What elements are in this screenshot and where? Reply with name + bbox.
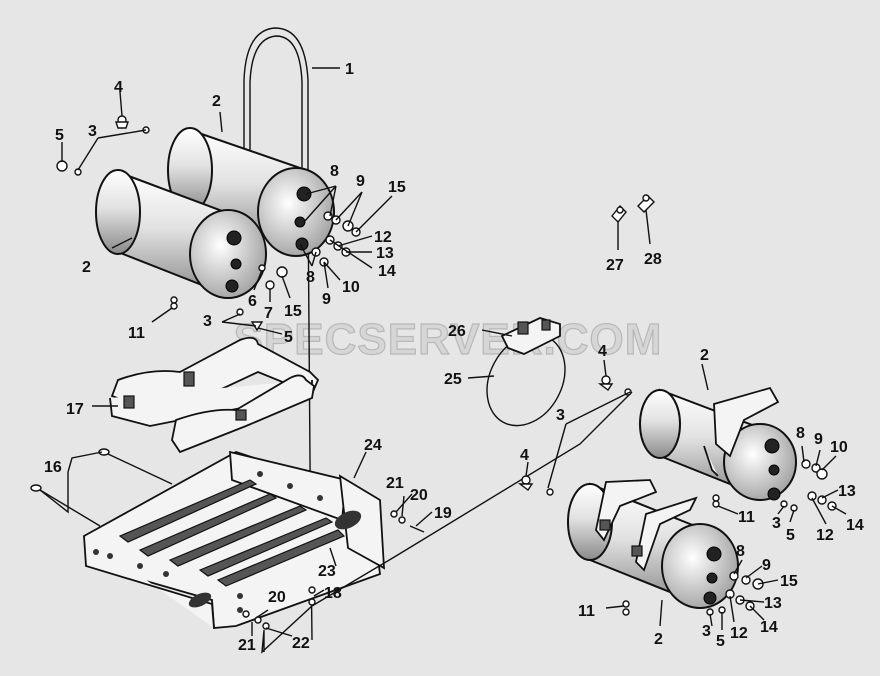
label-14: 14: [378, 263, 396, 280]
label-7: 7: [264, 305, 273, 322]
label-14: 14: [760, 619, 778, 636]
label-15: 15: [284, 303, 302, 320]
label-24: 24: [364, 437, 382, 454]
label-13: 13: [376, 245, 394, 262]
tank-right-upper: [597, 359, 847, 525]
label-5: 5: [55, 127, 64, 144]
label-2: 2: [82, 259, 91, 276]
label-2: 2: [654, 631, 663, 648]
label-12: 12: [374, 229, 392, 246]
cables: [30, 448, 173, 527]
label-23: 23: [318, 563, 336, 580]
label-3: 3: [203, 313, 212, 330]
frame-fasteners: [242, 391, 633, 654]
label-8: 8: [306, 269, 315, 286]
label-8: 8: [330, 163, 339, 180]
label-9: 9: [814, 431, 823, 448]
label-10: 10: [830, 439, 848, 456]
label-27: 27: [606, 257, 624, 274]
label-9: 9: [762, 557, 771, 574]
label-8: 8: [796, 425, 805, 442]
label-11: 11: [738, 509, 755, 526]
label-14: 14: [846, 517, 864, 534]
label-20: 20: [410, 487, 428, 504]
label-10: 10: [342, 279, 360, 296]
tank-strap: [467, 317, 566, 427]
label-25: 25: [444, 371, 462, 388]
label-15: 15: [388, 179, 406, 196]
label-9: 9: [322, 291, 331, 308]
chassis-frame: [82, 450, 385, 629]
label-17: 17: [66, 401, 84, 418]
label-3: 3: [772, 515, 781, 532]
tank-right-lower: [517, 391, 779, 630]
label-11: 11: [578, 603, 595, 620]
label-3: 3: [88, 123, 97, 140]
label-8: 8: [736, 543, 745, 560]
clips: [611, 194, 655, 250]
label-4: 4: [598, 343, 607, 360]
label-2: 2: [212, 93, 221, 110]
label-5: 5: [786, 527, 795, 544]
label-3: 3: [556, 407, 565, 424]
label-1: 1: [345, 61, 354, 78]
label-5: 5: [716, 633, 725, 650]
label-9: 9: [356, 173, 365, 190]
label-11: 11: [128, 325, 145, 342]
label-13: 13: [764, 595, 782, 612]
label-4: 4: [520, 447, 529, 464]
label-15: 15: [780, 573, 798, 590]
label-21: 21: [386, 475, 404, 492]
label-4: 4: [114, 79, 123, 96]
tank-brackets: [92, 336, 320, 454]
label-12: 12: [816, 527, 834, 544]
label-3: 3: [702, 623, 711, 640]
label-5: 5: [284, 329, 293, 346]
label-12: 12: [730, 625, 748, 642]
label-18: 18: [324, 585, 342, 602]
air-pipe: [243, 27, 313, 641]
label-20: 20: [268, 589, 286, 606]
label-2: 2: [700, 347, 709, 364]
label-6: 6: [248, 293, 257, 310]
label-13: 13: [838, 483, 856, 500]
label-19: 19: [434, 505, 452, 522]
label-22: 22: [292, 635, 310, 652]
label-16: 16: [44, 459, 62, 476]
part-labels: 1 2 2 2 2 3 3 3 3 3 4 4 4 5 5 5 5 6 7 8 …: [44, 61, 864, 654]
label-26: 26: [448, 323, 466, 340]
label-21: 21: [238, 637, 256, 654]
leaders-upper: [61, 67, 393, 335]
watermark-text: SPECSERVER.COM: [234, 315, 663, 364]
label-28: 28: [644, 251, 662, 268]
tank-upper-front: [95, 169, 267, 299]
